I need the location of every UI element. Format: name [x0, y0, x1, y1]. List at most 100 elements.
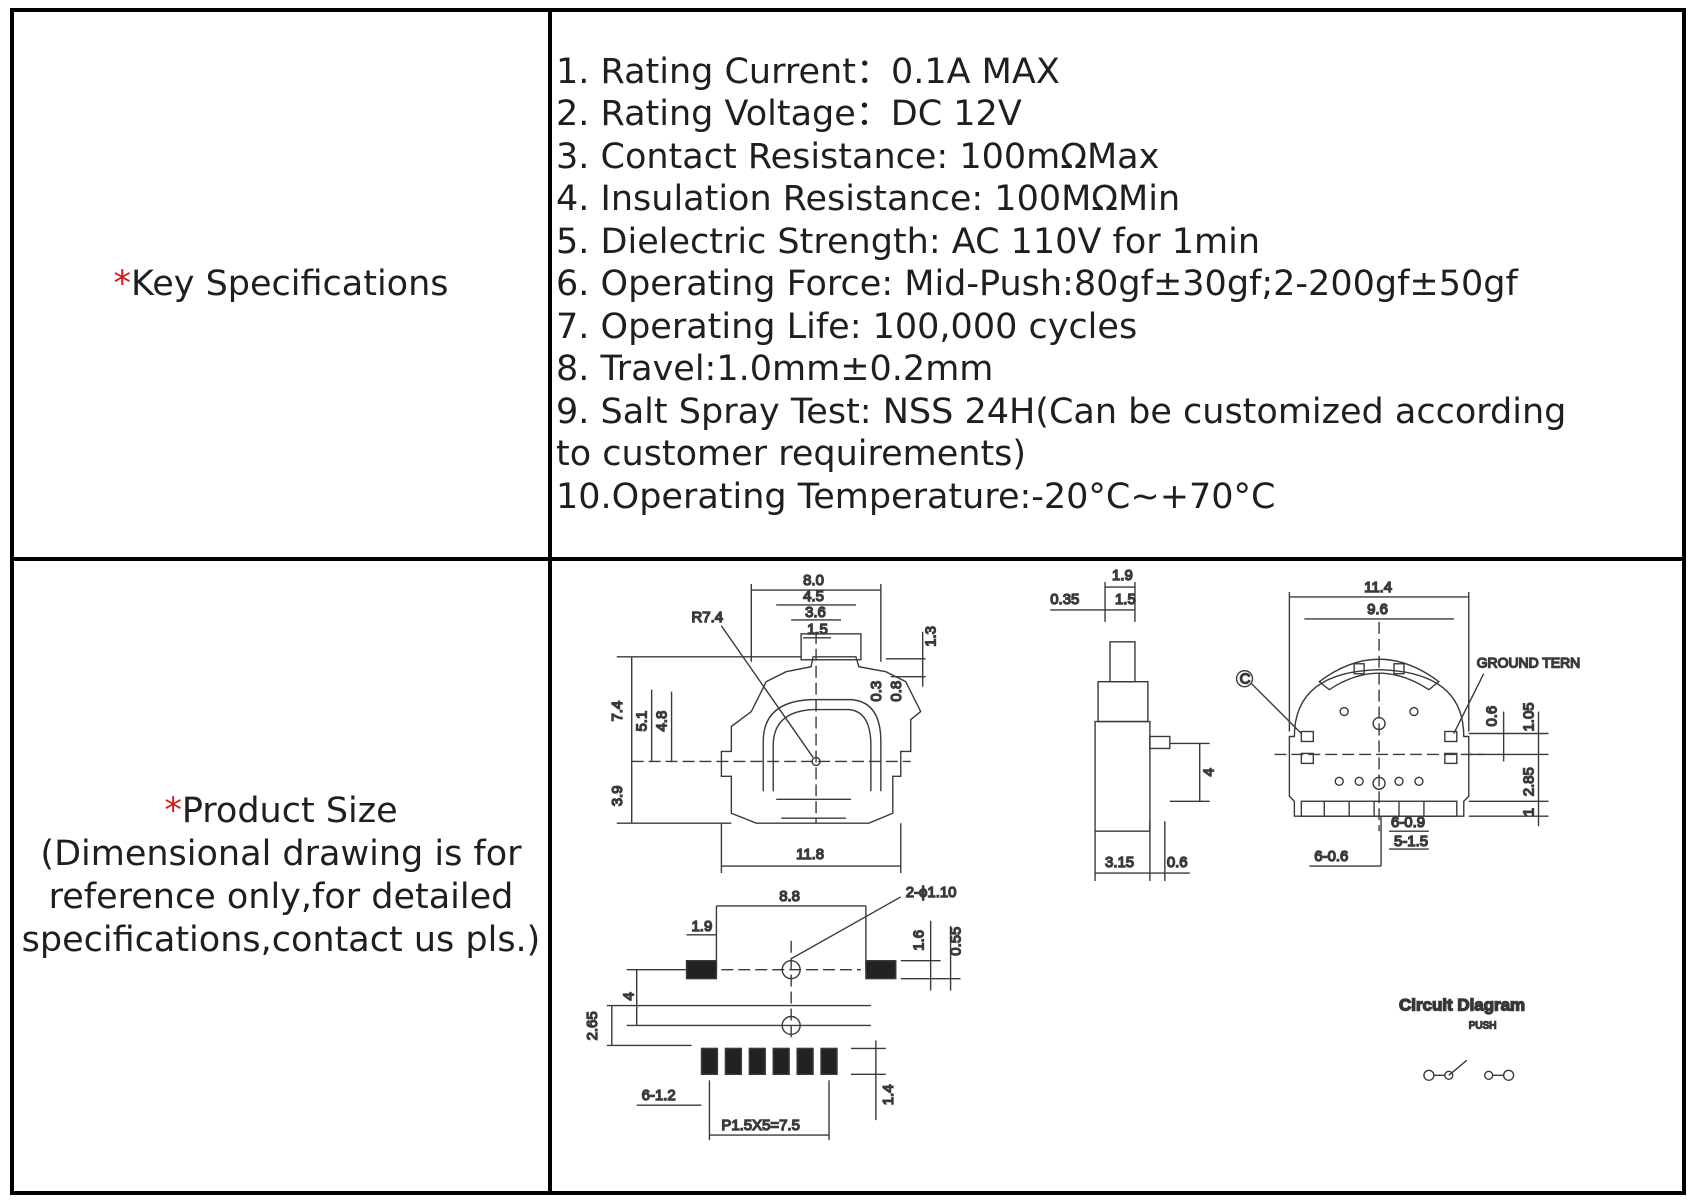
product-size-note-line: reference only,for detailed [48, 877, 514, 917]
bottom-view-hole [1334, 776, 1344, 787]
dim-label: 0.35 [1050, 591, 1079, 608]
dim-label: 3.6 [805, 604, 826, 621]
dim-label: 7.4 [609, 701, 626, 722]
push-label: PUSH [1469, 1020, 1497, 1031]
dim-label: 4.8 [654, 711, 671, 732]
dim-label: 1 [1521, 808, 1538, 816]
spec-item: 8. Travel:1.0mm±0.2mm [556, 349, 994, 390]
required-marker: * [164, 791, 182, 831]
bottom-view: 11.4 9.6 [1235, 578, 1581, 867]
bottom-view-pad [1300, 752, 1315, 765]
spec-item: 5. Dielectric Strength: AC 110V for 1min [556, 221, 1261, 262]
dim-label: 3.9 [609, 785, 626, 806]
bottom-view-hole [1372, 716, 1386, 731]
front-view-inner-arch [772, 708, 872, 792]
leader-line [790, 896, 902, 960]
footprint-pin [772, 1047, 790, 1075]
spec-item: 7. Operating Life: 100,000 cycles [556, 306, 1138, 347]
spec-list: 1. Rating Current：0.1A MAX 2. Rating Vol… [552, 51, 1682, 519]
circuit-diagram-title: Circuit Diagram [1399, 996, 1525, 1015]
dim-label: 2-ϕ1.10 [906, 884, 957, 901]
dim-label: 1.4 [880, 1084, 897, 1105]
bottom-view-pad [1300, 730, 1315, 743]
dimension-drawing-cell: 8.0 4.5 3.6 1.5 R7.4 1.3 0.3 0.8 [548, 557, 1686, 1195]
footprint-pin [700, 1047, 719, 1075]
dim-label: 1.05 [1521, 702, 1538, 731]
dim-label: 0.55 [948, 927, 965, 956]
switch-contact [1448, 1059, 1468, 1076]
product-size-label: Product Size [181, 791, 398, 831]
bottom-view-hole [1394, 776, 1404, 787]
dim-label: 6-0.9 [1391, 814, 1425, 831]
dim-label: 3.15 [1105, 854, 1134, 871]
footprint-pad [865, 960, 897, 980]
key-specs-label: Key Specifications [130, 264, 449, 304]
front-view-outline [720, 656, 922, 824]
spec-item: 3. Contact Resistance: 100mΩMax [556, 136, 1160, 177]
front-view-stem [800, 633, 862, 661]
spec-item: 9. Salt Spray Test: NSS 24H(Can be custo… [556, 391, 1567, 475]
footprint-pin [748, 1047, 766, 1075]
circuit-diagram: Circuit Diagram PUSH [1398, 995, 1526, 1081]
dim-label: 1.9 [1112, 567, 1133, 584]
dim-label: 0.6 [1167, 854, 1188, 871]
dim-label: 0.6 [1484, 706, 1501, 727]
dim-label: 5.1 [634, 711, 651, 732]
required-marker: * [113, 264, 131, 304]
dim-label: R7.4 [692, 609, 724, 626]
dim-label: 6-1.2 [642, 1087, 676, 1104]
dim-label: 2.85 [1521, 767, 1538, 796]
terminal-icon [1484, 1070, 1494, 1080]
bottom-view-hole [1414, 776, 1424, 787]
footprint-pad [685, 960, 718, 980]
side-view-body [1097, 680, 1149, 723]
product-size-note-line: specifications,contact us pls.) [21, 920, 541, 960]
bottom-view-window [1353, 663, 1365, 675]
front-view-inner-arch [762, 698, 882, 792]
dim-label: 11.4 [1364, 579, 1392, 596]
dim-label: 2.65 [584, 1011, 601, 1040]
footprint-pin [724, 1047, 743, 1075]
ground-term-label: GROUND TERN [1477, 655, 1581, 671]
footprint-view: 8.8 2-ϕ1.10 1.9 1.6 0.55 [583, 883, 965, 1141]
leader-line [720, 625, 814, 758]
side-view-tab [1149, 735, 1171, 750]
bottom-view-cap [1318, 658, 1440, 691]
dim-label: P1.5X5=7.5 [721, 1117, 800, 1134]
side-view-stem [1109, 641, 1136, 683]
c-mark-label: C [1240, 671, 1251, 688]
key-specs-row: *Key Specifications 1. Rating Current：0.… [10, 8, 1686, 561]
terminal-icon [1502, 1069, 1515, 1081]
bottom-view-pad [1444, 730, 1458, 743]
dim-label: 4 [1201, 768, 1218, 776]
key-specs-label-cell: *Key Specifications [10, 8, 552, 561]
dim-label: 4.5 [803, 588, 824, 605]
bottom-view-pad [1444, 752, 1458, 765]
spec-item: 4. Insulation Resistance: 100MΩMin [556, 179, 1181, 220]
bottom-view-hole [1339, 706, 1349, 717]
dim-label: 9.6 [1367, 601, 1388, 618]
terminal-icon [1423, 1069, 1435, 1081]
bottom-view-hole [1409, 706, 1419, 717]
spec-item: 1. Rating Current：0.1A MAX [556, 51, 1060, 92]
dim-label: 8.8 [779, 888, 800, 905]
key-specs-content-cell: 1. Rating Current：0.1A MAX 2. Rating Vol… [548, 8, 1686, 561]
dim-label: 4 [621, 992, 638, 1000]
bottom-view-pins [1300, 800, 1458, 817]
product-size-note-line: (Dimensional drawing is for [40, 834, 522, 874]
spec-item: 2. Rating Voltage：DC 12V [556, 94, 1022, 135]
product-size-row: *Product Size (Dimensional drawing is fo… [10, 557, 1686, 1195]
dim-label: 1.5 [1115, 591, 1136, 608]
c-mark [1235, 670, 1254, 688]
front-view: 8.0 4.5 3.6 1.5 R7.4 1.3 0.3 0.8 [608, 571, 940, 874]
dim-label: 0.8 [888, 681, 905, 702]
spec-item: 6. Operating Force: Mid-Push:80gf±30gf;2… [556, 264, 1518, 305]
dim-label: 1.3 [923, 626, 940, 647]
bottom-view-window [1393, 663, 1405, 675]
bottom-view-hole [1372, 776, 1386, 791]
spec-table: *Key Specifications 1. Rating Current：0.… [10, 8, 1686, 1195]
side-view: 1.9 0.35 1.5 4 [1050, 566, 1218, 881]
dim-label: 11.8 [796, 846, 824, 863]
bottom-view-outline [1288, 669, 1470, 817]
spec-item: 10.Operating Temperature:-20°C~+70°C [556, 476, 1276, 517]
